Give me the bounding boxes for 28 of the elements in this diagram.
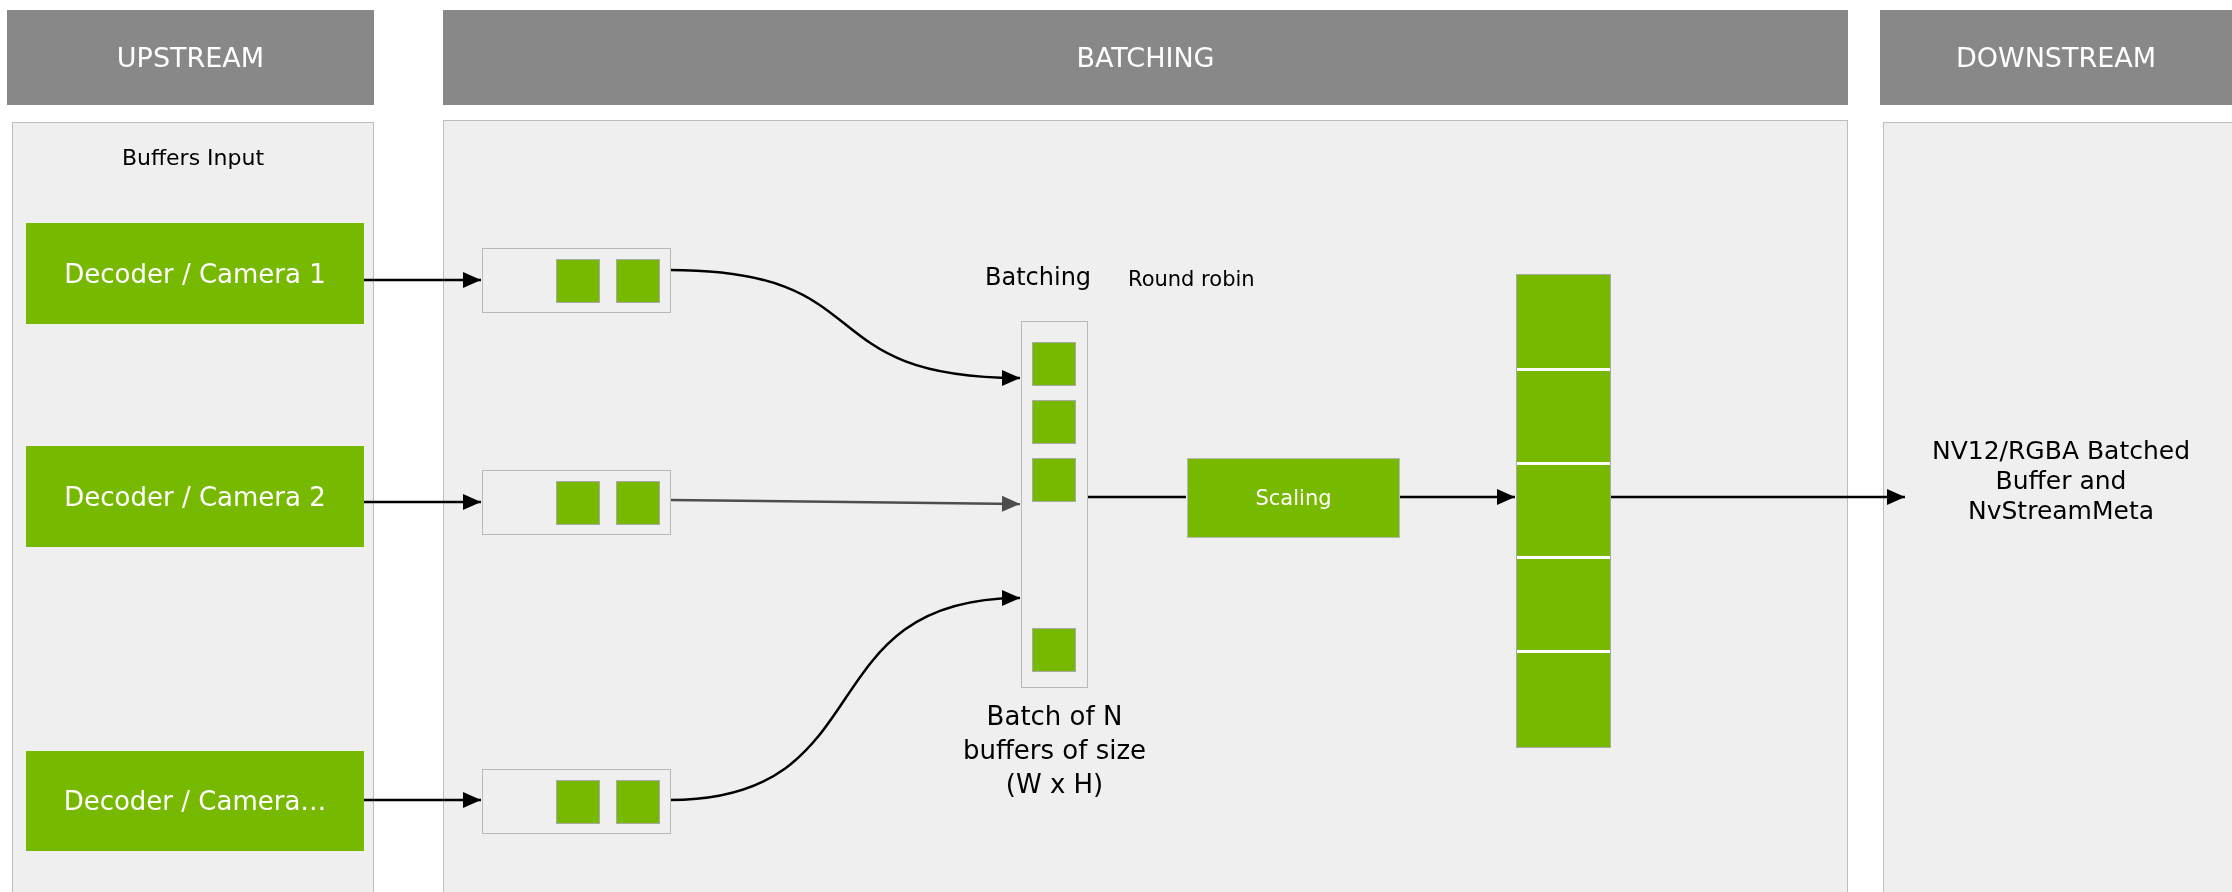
arrow xyxy=(669,591,1021,802)
batched-buffer-stack xyxy=(1516,274,1611,748)
process-box: Decoder / Camera 2 xyxy=(26,446,364,547)
annotation-text: Round robin xyxy=(1128,266,1255,293)
arrow xyxy=(363,792,481,808)
arrow xyxy=(1399,489,1515,505)
section-header: BATCHING xyxy=(443,10,1848,105)
arrow xyxy=(363,494,481,510)
arrow xyxy=(669,268,1021,386)
buffer-queue xyxy=(482,769,671,834)
section-panel xyxy=(443,120,1848,892)
batch-column xyxy=(1021,321,1088,688)
arrow xyxy=(363,272,481,288)
panel-title: Buffers Input xyxy=(120,145,266,170)
process-box: Scaling xyxy=(1187,458,1400,538)
process-box: Decoder / Camera 1 xyxy=(26,223,364,324)
section-header: UPSTREAM xyxy=(7,10,374,105)
process-box: Decoder / Camera… xyxy=(26,751,364,851)
section-header: DOWNSTREAM xyxy=(1880,10,2232,105)
buffer-queue xyxy=(482,248,671,313)
section-panel xyxy=(12,122,374,892)
caption-text: Batch of N buffers of size (W x H) xyxy=(961,700,1148,801)
buffer-queue xyxy=(482,470,671,535)
output-text: NV12/RGBA Batched Buffer and NvStreamMeta xyxy=(1906,426,2216,536)
arrow xyxy=(1610,489,1905,505)
annotation-text: Batching xyxy=(985,262,1092,293)
arrow xyxy=(670,495,1020,512)
section-panel xyxy=(1883,122,2232,892)
